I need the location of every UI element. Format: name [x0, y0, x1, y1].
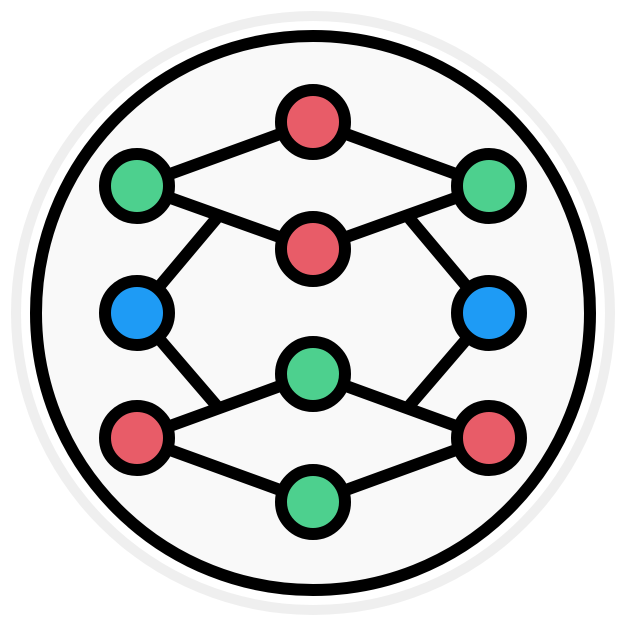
- node-upper-left: [99, 148, 175, 224]
- node-bottom-center: [275, 464, 351, 540]
- node-middle-right: [451, 275, 527, 351]
- node-lower-left: [99, 400, 175, 476]
- node-upper-right: [451, 148, 527, 224]
- node-top-center: [275, 84, 351, 160]
- node-middle-left: [99, 275, 175, 351]
- node-middle-bottom-center: [275, 336, 351, 412]
- node-middle-top-center: [275, 211, 351, 287]
- node-lower-right: [451, 400, 527, 476]
- network-nodes: [99, 84, 527, 540]
